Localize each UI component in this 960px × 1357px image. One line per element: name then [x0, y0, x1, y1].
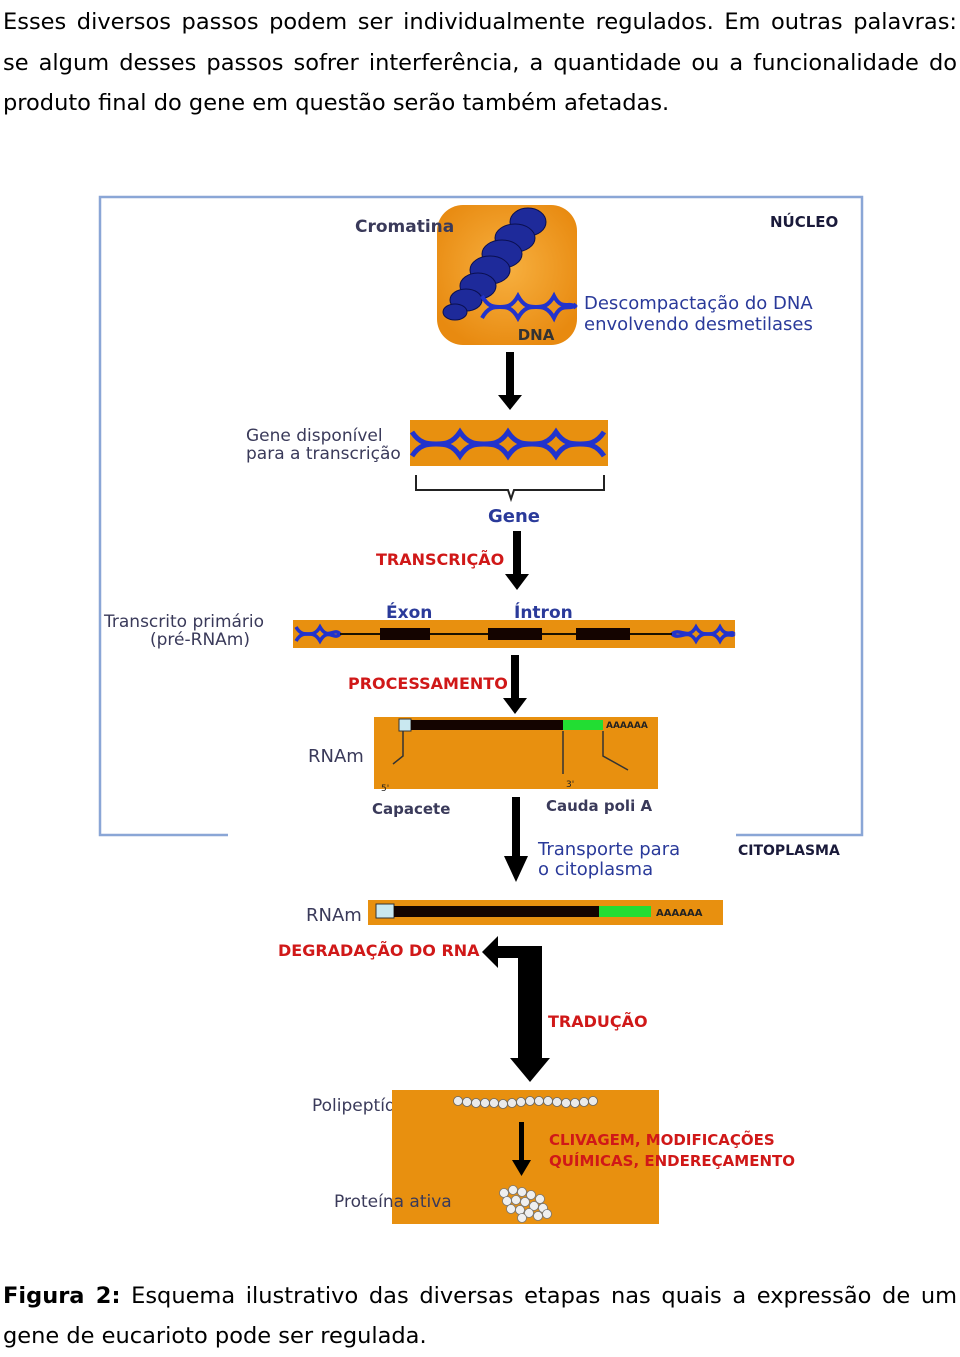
cromatina-label: Cromatina: [355, 217, 454, 237]
polya-seq-2: AAAAAA: [656, 908, 703, 919]
transcricao-label: TRANSCRIÇÃO: [376, 550, 504, 569]
citoplasma-label: CITOPLASMA: [738, 843, 840, 859]
arrow-transporte: [504, 797, 528, 882]
rnam-nuclear-image: AAAAAA 5' 3': [374, 717, 658, 794]
available-gene-image: [409, 420, 608, 466]
clivagem-label-2: QUÍMICAS, ENDEREÇAMENTO: [549, 1151, 795, 1170]
figure-caption: Figura 2: Esquema ilustrativo das divers…: [3, 1276, 957, 1356]
gene-disponivel-label-1: Gene disponível: [246, 426, 383, 446]
transcrito-label-1: Transcrito primário: [103, 612, 264, 632]
nucleo-label: NÚCLEO: [770, 212, 838, 231]
exon-label: Éxon: [386, 601, 432, 623]
three-prime-label: 3': [566, 780, 574, 790]
clivagem-label-1: CLIVAGEM, MODIFICAÇÕES: [549, 1130, 775, 1149]
caption-label: Figura 2:: [3, 1283, 121, 1309]
chromatin-image: DNA: [437, 205, 578, 345]
arrow-degradacao: [482, 932, 542, 1060]
cauda-label: Cauda poli A: [546, 797, 652, 815]
capacete-label: Capacete: [372, 800, 450, 818]
transcrito-label-2: (pré-RNAm): [150, 630, 250, 650]
pre-rnam-image: [293, 620, 736, 648]
polya-seq: AAAAAA: [606, 721, 648, 731]
polipeptidio-label: Polipeptídio: [312, 1096, 411, 1116]
nucleus-boundary: [98, 195, 864, 837]
transporte-label-1: Transporte para: [537, 839, 680, 860]
gene-label: Gene: [488, 506, 540, 527]
descompactacao-label-2: envolvendo desmetilases: [584, 314, 813, 335]
intron-label: Íntron: [514, 601, 573, 623]
protein-panel: [392, 1090, 659, 1224]
degradacao-label: DEGRADAÇÃO DO RNA: [278, 941, 480, 960]
body-paragraph: Esses diversos passos podem ser individu…: [3, 9, 957, 116]
gene-bracket: [415, 475, 605, 503]
descompactacao-label-1: Descompactação do DNA: [584, 293, 813, 314]
gene-disponivel-label-2: para a transcrição: [246, 444, 401, 464]
arrow-transcricao: [505, 531, 529, 590]
rnam-cyto-image: AAAAAA: [368, 900, 723, 925]
processamento-label: PROCESSAMENTO: [348, 674, 508, 693]
arrow-traducao: [510, 1058, 550, 1082]
arrow-processamento: [503, 655, 527, 714]
arrow-descompactacao: [498, 352, 522, 410]
five-prime-label: 5': [381, 784, 389, 794]
transporte-label-2: o citoplasma: [538, 859, 653, 880]
caption-text: Esquema ilustrativo das diversas etapas …: [3, 1283, 957, 1349]
dna-label: DNA: [518, 326, 555, 344]
proteina-label: Proteína ativa: [334, 1192, 452, 1212]
traducao-label: TRADUÇÃO: [548, 1012, 648, 1031]
rnam-label: RNAm: [308, 746, 364, 767]
rnam-cyto-label: RNAm: [306, 905, 362, 926]
